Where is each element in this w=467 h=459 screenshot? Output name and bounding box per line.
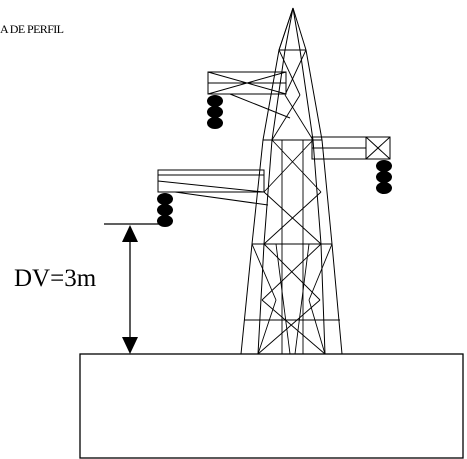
ground-block xyxy=(79,353,464,459)
header-label: A DE PERFIL xyxy=(0,22,64,36)
dimension-arrow xyxy=(104,223,160,348)
insulator-right xyxy=(376,160,392,194)
tower-legs xyxy=(240,7,343,355)
insulator-lower xyxy=(157,193,173,227)
crossarm-lower xyxy=(157,169,269,206)
dimension-arrowheads xyxy=(122,225,138,354)
crossarm-top xyxy=(207,71,291,119)
tower-lattice xyxy=(251,7,333,355)
insulator-top xyxy=(207,95,223,129)
dimension-label: DV=3m xyxy=(14,265,97,292)
crossarm-right xyxy=(311,136,391,160)
